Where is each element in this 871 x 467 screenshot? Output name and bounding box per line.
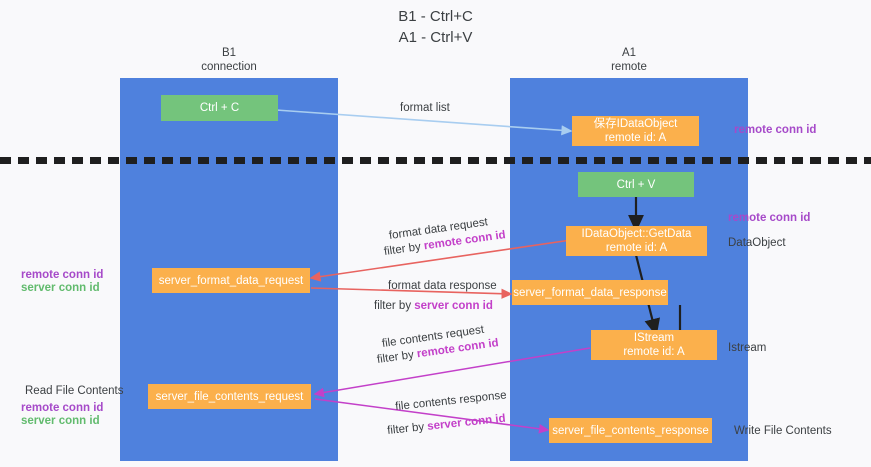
edge-filter-file-contents-response: filter by server conn id [387,412,507,438]
node-idataobject-getdata-sub: remote id: A [605,242,668,254]
edge-filter-prefix-2: filter by [374,300,415,312]
node-ctrl-v[interactable]: Ctrl + V [578,172,694,197]
annotation-read-file-contents: Read File Contents [25,385,124,397]
edge-label-format-list: format list [400,102,450,114]
column-header-b1: B1 connection [201,47,257,73]
node-server-format-data-request-label: server_format_data_request [158,274,304,287]
node-save-idataobject-label: 保存IDataObject [593,118,678,130]
node-ctrl-c-label: Ctrl + C [199,102,240,114]
column-header-a1: A1 remote [611,47,647,73]
node-istream-label: IStream [633,332,675,344]
edge-filter-prefix-3: filter by [376,348,418,367]
node-server-format-data-response-label: server_format_data_response [513,286,667,299]
edge-label-file-contents-response: file contents response [394,389,508,414]
annotation-istream: Istream [728,342,767,354]
node-server-format-data-response[interactable]: server_format_data_response [512,280,668,305]
node-server-file-contents-request-label: server_file_contents_request [155,390,304,403]
annotation-write-file-contents: Write File Contents [734,425,832,437]
node-idataobject-getdata[interactable]: IDataObject::GetData remote id: A [566,226,707,256]
edge-filter-key-2: server conn id [414,300,493,312]
edge-filter-format-data-response: filter by server conn id [374,299,493,313]
annotation-dataobject: DataObject [728,237,786,249]
node-idataobject-getdata-label: IDataObject::GetData [581,228,692,240]
annotation-left-server-conn-id-1: server conn id [21,282,100,294]
edge-filter-key-4: server conn id [426,412,507,433]
node-ctrl-c[interactable]: Ctrl + C [161,95,278,121]
node-server-file-contents-response-label: server_file_contents_response [552,424,709,437]
annotation-left-remote-conn-id-2: remote conn id [21,402,104,414]
annotation-remote-conn-id-top: remote conn id [734,124,817,136]
node-save-idataobject-sub: remote id: A [604,132,667,144]
page-title: B1 - Ctrl+C A1 - Ctrl+V [398,8,473,46]
node-server-file-contents-response[interactable]: server_file_contents_response [549,418,712,443]
node-ctrl-v-label: Ctrl + V [616,178,656,191]
annotation-left-server-conn-id-2: server conn id [21,415,100,427]
edge-label-format-data-response: format data response [388,280,497,292]
annotation-left-remote-conn-id-1: remote conn id [21,269,104,281]
node-save-idataobject[interactable]: 保存IDataObject remote id: A [572,116,699,146]
edge-filter-prefix-1: filter by [383,240,425,259]
annotation-remote-conn-id-mid: remote conn id [728,212,811,224]
node-istream[interactable]: IStream remote id: A [591,330,717,360]
node-server-file-contents-request[interactable]: server_file_contents_request [148,384,311,409]
node-istream-sub: remote id: A [623,346,685,358]
edge-filter-prefix-4: filter by [386,420,428,438]
phase-divider [0,157,871,164]
node-server-format-data-request[interactable]: server_format_data_request [152,268,310,293]
